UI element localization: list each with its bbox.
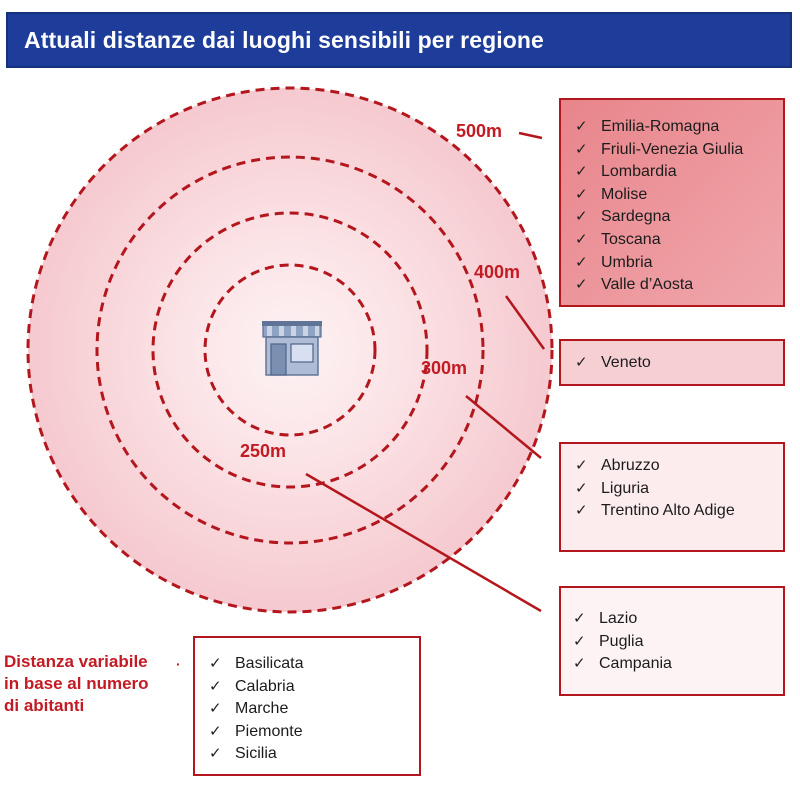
region-box-250m: ✓ Lazio ✓ Puglia ✓ Campania: [559, 586, 785, 696]
region-item: ✓ Valle d’Aosta: [575, 274, 783, 297]
note-line: in base al numero: [4, 674, 149, 693]
region-item: ✓ Sicilia: [209, 743, 419, 766]
connector-400: [504, 295, 546, 350]
region-item: ✓ Lazio: [573, 608, 783, 631]
region-name: Lazio: [599, 610, 638, 627]
check-icon: ✓: [209, 722, 222, 740]
region-name: Lombardia: [601, 163, 677, 181]
region-item: ✓ Basilicata: [209, 653, 419, 676]
check-icon: ✓: [575, 230, 588, 248]
region-item: ✓ Veneto: [575, 352, 783, 375]
ring-400: [95, 155, 485, 545]
region-name: Trentino Alto Adige: [601, 502, 735, 520]
region-item: ✓ Marche: [209, 698, 419, 721]
ring-label-400m: 400m: [474, 262, 521, 282]
region-item: ✓ Emilia-Romagna: [575, 116, 783, 139]
region-item: ✓ Trentino Alto Adige: [575, 500, 783, 523]
region-name: Sicilia: [235, 745, 277, 763]
region-item: ✓ Umbria: [575, 252, 783, 275]
region-name: Calabria: [235, 677, 295, 695]
page-title: Attuali distanze dai luoghi sensibili pe…: [24, 27, 544, 53]
check-icon: ✓: [575, 479, 588, 497]
check-icon: ✓: [575, 140, 588, 158]
check-icon: ✓: [575, 163, 588, 181]
connector-300: [465, 395, 542, 459]
region-box-300m: ✓ Abruzzo ✓ Liguria ✓ Trentino Alto Adige: [559, 442, 785, 552]
region-name: Campania: [599, 655, 672, 673]
check-icon: ✓: [575, 118, 588, 135]
note-line: di abitanti: [4, 696, 85, 715]
check-icon: ✓: [575, 502, 588, 520]
shop-icon: [262, 321, 322, 376]
region-box-400m: ✓ Veneto: [559, 339, 785, 386]
region-name: Veneto: [601, 354, 651, 371]
region-item: ✓ Sardegna: [575, 206, 783, 229]
check-icon: ✓: [575, 253, 588, 271]
ring-300: [151, 211, 429, 489]
region-item: ✓ Campania: [573, 653, 783, 676]
check-icon: ✓: [573, 632, 586, 650]
region-item: ✓ Molise: [575, 184, 783, 207]
region-box-variable: ✓Basilicata ✓Calabria ✓Marche ✓Piemonte …: [193, 636, 421, 776]
check-icon: ✓: [575, 354, 588, 371]
region-item: ✓ Toscana: [575, 229, 783, 252]
region-name: Abruzzo: [601, 457, 660, 474]
region-name: Friuli-Venezia Giulia: [601, 140, 744, 158]
region-item: ✓ Calabria: [209, 676, 419, 699]
connector-500: [518, 131, 543, 140]
region-item: ✓ Liguria: [575, 478, 783, 501]
region-name: Basilicata: [235, 655, 304, 672]
region-box-500m: ✓ Emilia-Romagna ✓ Friuli-Venezia Giulia ✓…: [559, 98, 785, 307]
ring-label-300m: 300m: [421, 358, 468, 378]
region-name: Emilia-Romagna: [601, 118, 720, 135]
region-name: Puglia: [599, 632, 644, 650]
region-name: Molise: [601, 185, 648, 203]
region-name: Marche: [235, 700, 289, 718]
connector-250: [305, 472, 542, 613]
variable-distance-note: Distanza variabile in base al numero di …: [4, 651, 184, 717]
region-name: Sardegna: [601, 208, 671, 226]
ring-label-250m: 250m: [240, 441, 287, 461]
region-name: Valle d’Aosta: [601, 276, 694, 294]
check-icon: ✓: [573, 655, 586, 673]
region-item: ✓ Friuli-Venezia Giulia: [575, 139, 783, 162]
region-name: Umbria: [601, 253, 653, 271]
region-item: ✓ Abruzzo: [575, 455, 783, 478]
check-icon: ✓: [575, 208, 588, 226]
check-icon: ✓: [209, 700, 222, 718]
region-item: ✓ Piemonte: [209, 721, 419, 744]
region-name: Piemonte: [235, 722, 303, 740]
ring-500: [26, 86, 554, 614]
ring-label-500m: 500m: [456, 121, 503, 141]
note-bullet: ·: [176, 656, 181, 672]
check-icon: ✓: [575, 276, 588, 294]
check-icon: ✓: [575, 457, 588, 474]
title-bar: Attuali distanze dai luoghi sensibili pe…: [6, 12, 792, 68]
check-icon: ✓: [209, 677, 222, 695]
note-line: Distanza variabile: [4, 652, 148, 671]
check-icon: ✓: [209, 655, 222, 672]
region-name: Toscana: [601, 230, 661, 248]
check-icon: ✓: [573, 610, 586, 627]
region-item: ✓ Lombardia: [575, 161, 783, 184]
check-icon: ✓: [575, 185, 588, 203]
check-icon: ✓: [209, 745, 222, 763]
region-item: ✓ Puglia: [573, 631, 783, 654]
region-name: Liguria: [601, 479, 650, 497]
ring-250: [203, 263, 377, 437]
